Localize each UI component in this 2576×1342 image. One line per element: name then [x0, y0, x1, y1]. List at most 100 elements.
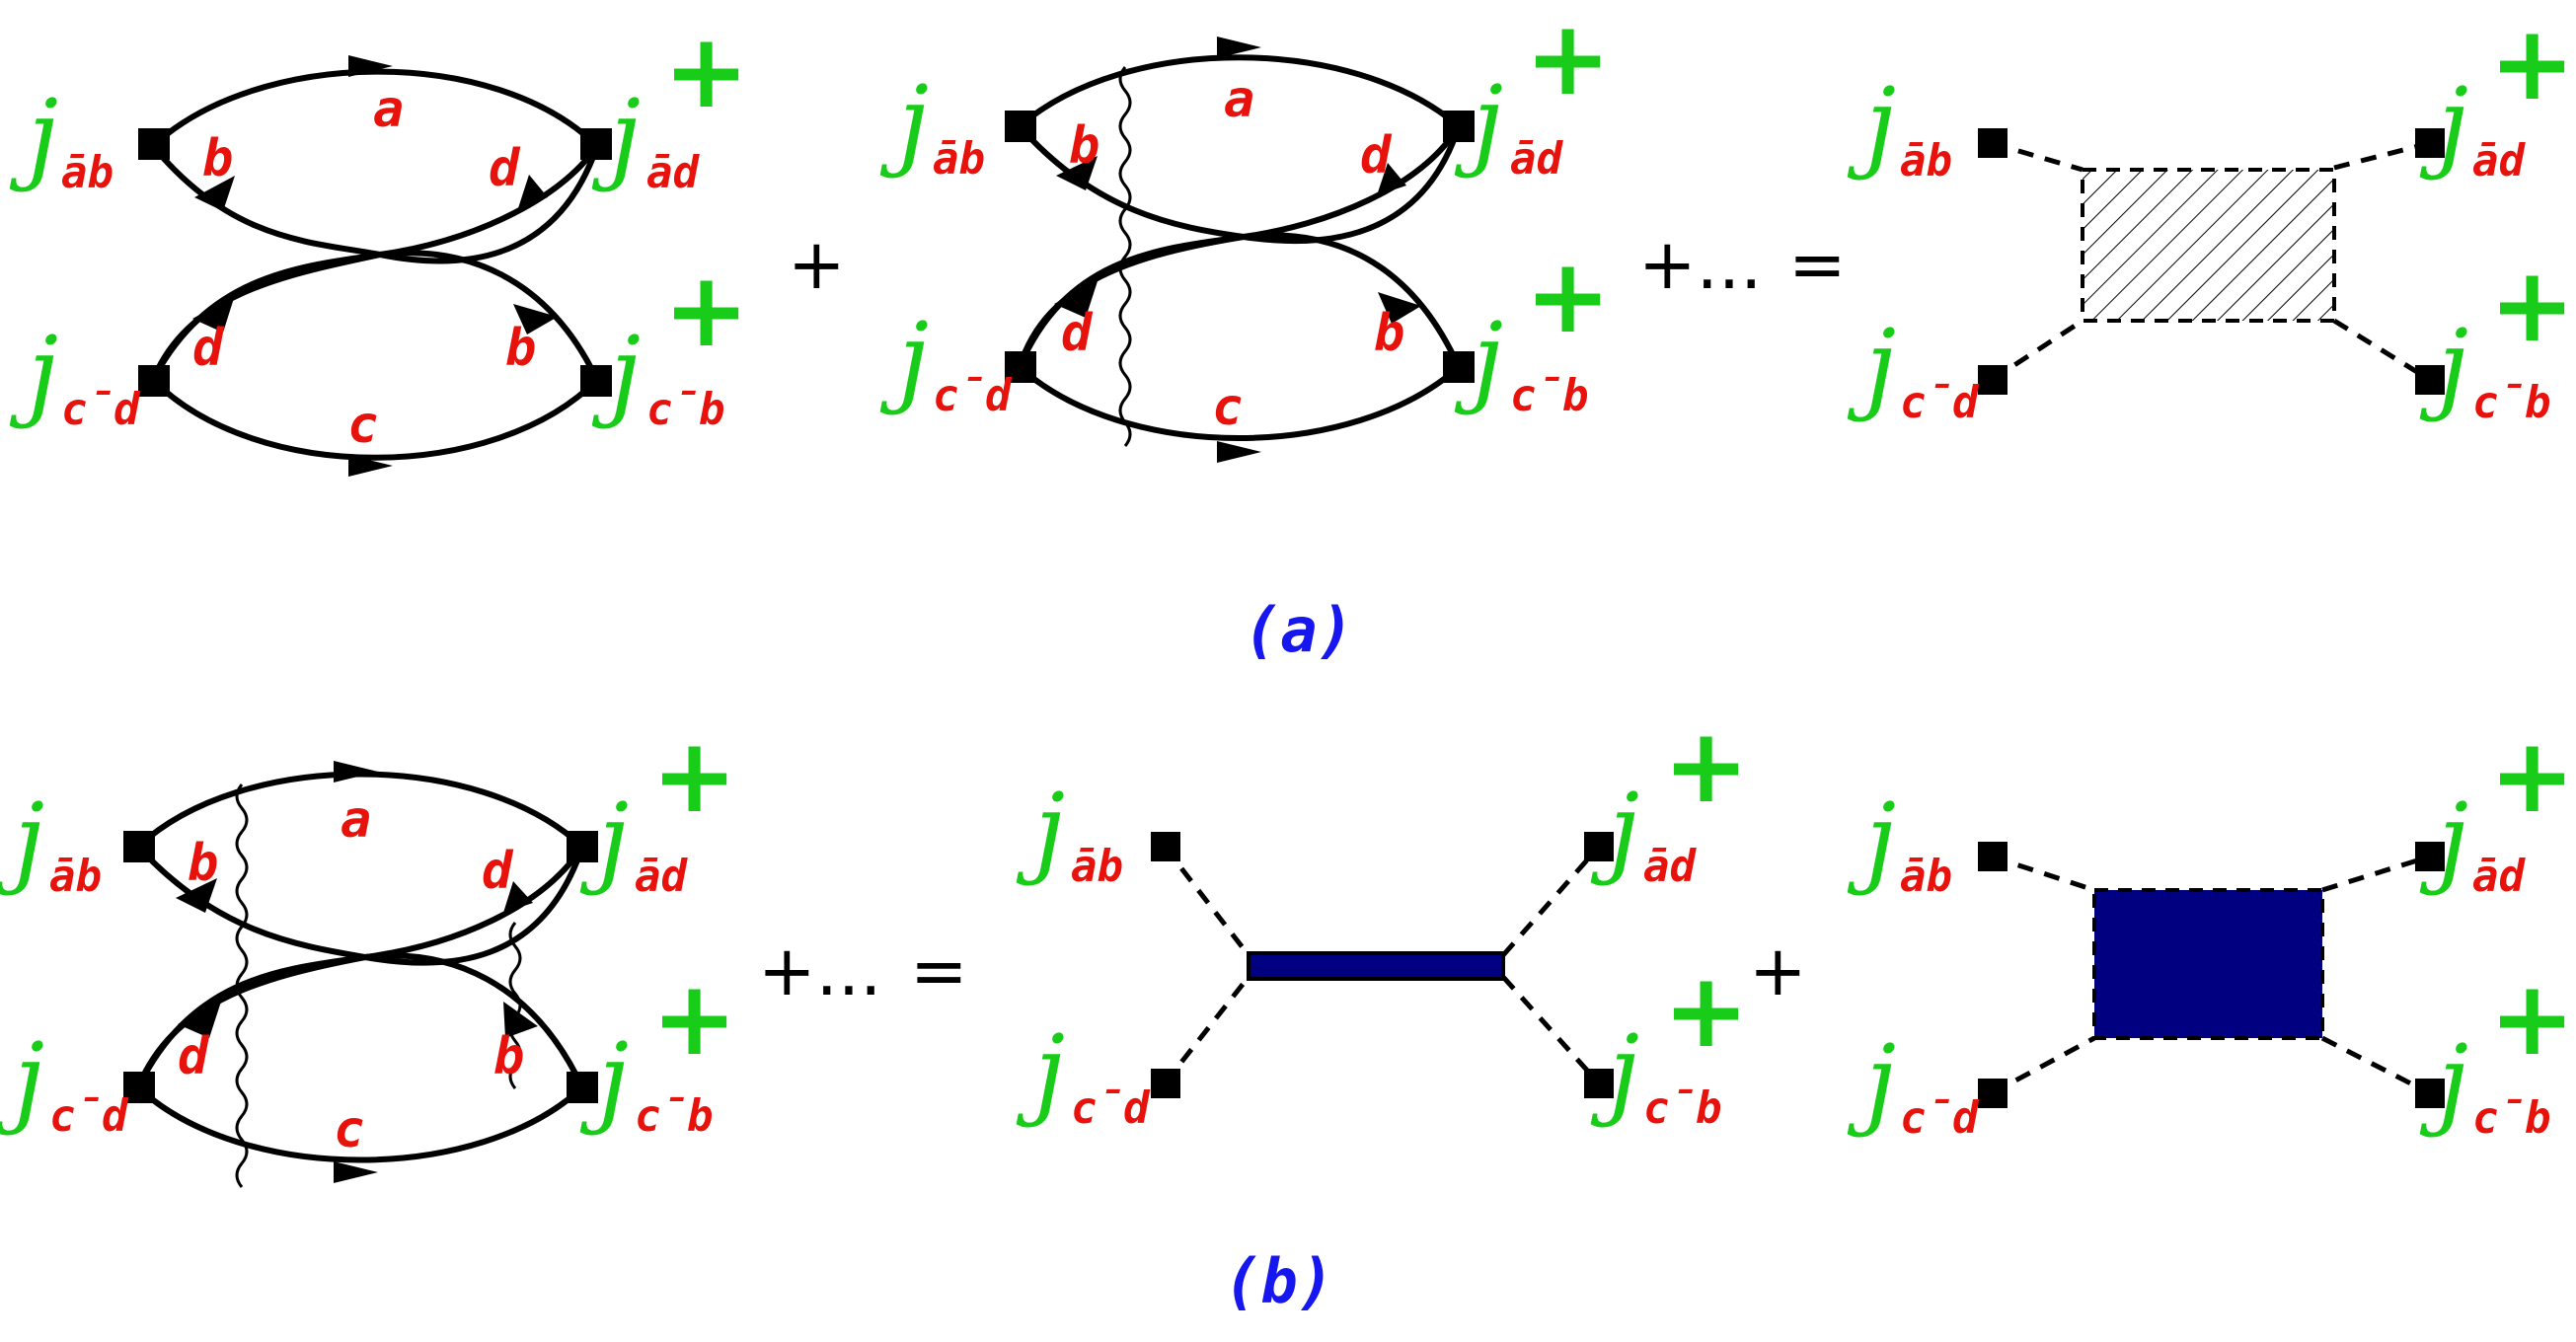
arrow-icon: [178, 1002, 221, 1038]
flavor-label-c: c: [347, 396, 378, 455]
flavor-label-b: b: [188, 834, 218, 893]
diagram-a3: [1978, 128, 2445, 395]
diagram-b3: [1978, 842, 2445, 1108]
current-subscript: c̄d: [49, 1091, 129, 1142]
current-subscript: c̄b: [1510, 371, 1588, 421]
arrow-icon: [513, 304, 558, 335]
dashed-line: [2320, 1035, 2432, 1096]
dashed-line: [1990, 1035, 2096, 1096]
current-label-group: j āb j c̄d j ād + j c̄b +: [879, 0, 1611, 421]
vertex-square: [1978, 365, 2008, 395]
current-label-group: j āb j c̄d j ād + j c̄b +: [1016, 706, 1749, 1134]
diagram-b2: [1151, 832, 1614, 1098]
current-subscript: ād: [635, 852, 688, 902]
propagator-c: [135, 1084, 585, 1163]
flavor-label-d: d: [1360, 126, 1393, 186]
arrow-icon: [1054, 281, 1098, 318]
current-label-group: j āb j c̄d j ād + j c̄b +: [0, 715, 737, 1142]
current-subscript: c̄d: [1900, 1093, 1980, 1144]
dagger-plus: +: [1663, 706, 1749, 826]
dashed-line: [2332, 318, 2432, 383]
propagator-bar: [1247, 951, 1505, 981]
current-symbol-j: j: [9, 315, 58, 430]
dagger-plus: +: [1525, 236, 1611, 356]
current-subscript: c̄d: [1900, 378, 1980, 428]
dagger-plus: +: [651, 715, 737, 836]
current-subscript: ād: [646, 148, 700, 198]
vertex-square: [1005, 351, 1036, 383]
current-symbol-j: j: [879, 301, 929, 416]
plus-operator: +: [788, 224, 846, 305]
current-symbol-j: j: [2419, 66, 2468, 182]
flavor-label-a: a: [373, 80, 404, 139]
dagger-plus: +: [2489, 958, 2575, 1079]
equals-operator: =: [910, 931, 968, 1011]
caption-b: (b): [1224, 1245, 1334, 1317]
dagger-plus: +: [1525, 0, 1611, 118]
vertex-square: [567, 831, 598, 862]
diagram-b1: a b d d b c: [123, 761, 598, 1188]
diagram-a1: a b d d b c: [138, 55, 612, 477]
vertex-square: [1151, 832, 1180, 861]
current-symbol-j: j: [1016, 1013, 1065, 1129]
dagger-plus: +: [663, 11, 749, 131]
propagator-c: [1017, 364, 1461, 441]
current-subscript: c̄b: [2472, 378, 2550, 428]
flavor-label-b: b: [1374, 304, 1404, 363]
flavor-label-c: c: [334, 1100, 364, 1159]
current-symbol-j: j: [879, 64, 929, 180]
vertex-square: [567, 1072, 598, 1103]
arrow-icon: [518, 175, 548, 208]
current-symbol-j: j: [1847, 782, 1896, 897]
current-symbol-j: j: [1847, 308, 1896, 423]
plus-dots-operator: +...: [1638, 224, 1762, 305]
vertex-square: [1584, 832, 1614, 861]
gluon-line: [235, 783, 249, 1188]
current-symbol-j: j: [0, 782, 44, 897]
arrow-icon: [1217, 37, 1261, 58]
vertex-square: [1584, 1069, 1614, 1098]
vertex-square: [580, 128, 612, 160]
arrow-icon: [334, 1161, 378, 1183]
flavor-label-d: d: [192, 319, 225, 378]
arrow-icon: [348, 55, 393, 77]
dagger-plus: +: [663, 250, 749, 370]
flavor-label-d: d: [482, 842, 514, 901]
flavor-label-c: c: [1212, 378, 1243, 437]
propagator-c: [150, 377, 600, 461]
propagator-a: [1018, 54, 1461, 129]
arrow-icon: [1056, 156, 1098, 190]
arrow-icon: [176, 878, 217, 913]
flavor-label-b: b: [505, 319, 536, 378]
flavor-label-d: d: [178, 1027, 210, 1086]
equals-operator: =: [1788, 224, 1847, 305]
vertex-square: [1443, 351, 1475, 383]
current-symbol-j: j: [1847, 66, 1896, 182]
vertex-square: [1978, 1079, 2008, 1108]
current-subscript: āb: [1900, 852, 1952, 902]
dashed-line: [1163, 845, 1250, 957]
current-symbol-j: j: [0, 1021, 44, 1137]
gluon-line: [1118, 66, 1132, 447]
caption-a: (a): [1244, 594, 1354, 666]
flavor-label-a: a: [341, 790, 371, 850]
vertex-square: [1978, 842, 2008, 871]
dashed-line: [1991, 854, 2095, 893]
dashed-line: [1163, 975, 1250, 1085]
arrow-icon: [348, 455, 393, 477]
flavor-label-d: d: [1061, 304, 1094, 363]
hatched-vertex-box: [2081, 168, 2336, 323]
arrow-icon: [503, 1002, 538, 1038]
dagger-plus: +: [1663, 950, 1749, 1071]
current-subscript: ād: [1643, 842, 1697, 892]
dagger-plus: +: [651, 958, 737, 1079]
flavor-label-b: b: [202, 129, 233, 188]
current-symbol-j: j: [2419, 782, 2468, 897]
vertex-square: [138, 128, 170, 160]
current-subscript: ād: [2472, 136, 2526, 186]
arrow-icon: [1378, 292, 1421, 324]
arrow-icon: [503, 881, 533, 913]
flavor-label-b: b: [493, 1027, 524, 1086]
diagram-a2: a b d d b c: [1005, 37, 1475, 463]
